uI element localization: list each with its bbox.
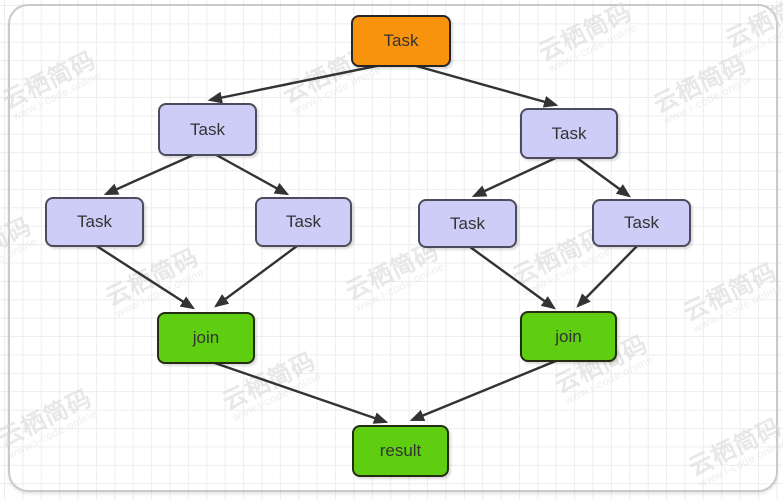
edge-join-right-result xyxy=(409,356,564,422)
node-label: join xyxy=(192,328,220,347)
edge-leaf-4-join-right xyxy=(576,242,641,308)
node-label: Task xyxy=(190,119,225,139)
edge-leaf-1-join-left xyxy=(91,241,196,310)
node-label: Task xyxy=(551,123,587,143)
node-task-leaf-4: Task xyxy=(592,199,691,247)
node-join-left: join xyxy=(157,312,255,364)
node-label: Task xyxy=(450,213,485,233)
node-task-right: Task xyxy=(520,108,618,159)
node-label: result xyxy=(379,441,422,460)
node-label: Task xyxy=(383,31,419,50)
node-task-leaf-3: Task xyxy=(418,199,517,248)
edge-leaf-2-join-left xyxy=(214,242,302,308)
node-task-left: Task xyxy=(158,103,257,156)
edge-task-right-leaf-4 xyxy=(572,154,631,198)
edge-root-task-right xyxy=(401,60,559,108)
node-task-root: Task xyxy=(351,15,451,67)
node-label: join xyxy=(555,326,582,346)
edge-leaf-3-join-right xyxy=(465,243,556,310)
edge-task-right-leaf-3 xyxy=(471,153,563,198)
node-result: result xyxy=(352,425,449,477)
edge-task-left-leaf-2 xyxy=(210,150,290,196)
node-join-right: join xyxy=(520,311,617,362)
node-task-leaf-1: Task xyxy=(45,197,144,247)
edge-root-task-left xyxy=(207,60,397,104)
node-label: Task xyxy=(77,212,112,231)
node-label: Task xyxy=(286,212,321,231)
node-label: Task xyxy=(624,213,659,232)
edge-join-left-result xyxy=(205,358,389,424)
node-task-leaf-2: Task xyxy=(255,197,352,247)
edge-task-left-leaf-1 xyxy=(103,150,201,196)
